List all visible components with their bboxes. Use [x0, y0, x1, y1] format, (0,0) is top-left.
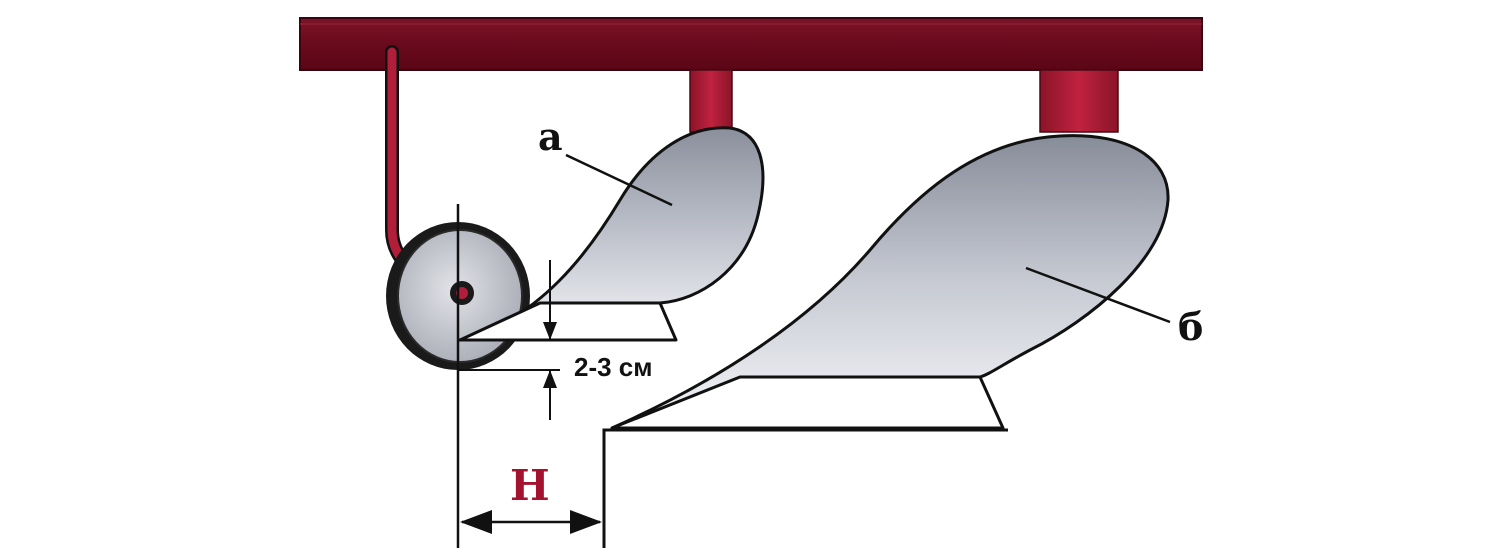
leader-lines: [565, 153, 1171, 324]
frame-beam: [299, 17, 1203, 71]
label-main-body: б: [1178, 304, 1203, 349]
main-body-post: [1039, 69, 1119, 133]
label-width-offset: H: [510, 461, 550, 510]
skimmer-post: [689, 69, 733, 133]
depth-dimension: [458, 260, 560, 420]
width-dimension: [460, 510, 602, 534]
label-skimmer: а: [538, 114, 563, 159]
label-depth-offset: 2-3 см: [574, 352, 653, 382]
furrow-profile: [602, 428, 1008, 548]
main-plough-body: [610, 134, 1170, 430]
skimmer-body: [458, 126, 765, 342]
